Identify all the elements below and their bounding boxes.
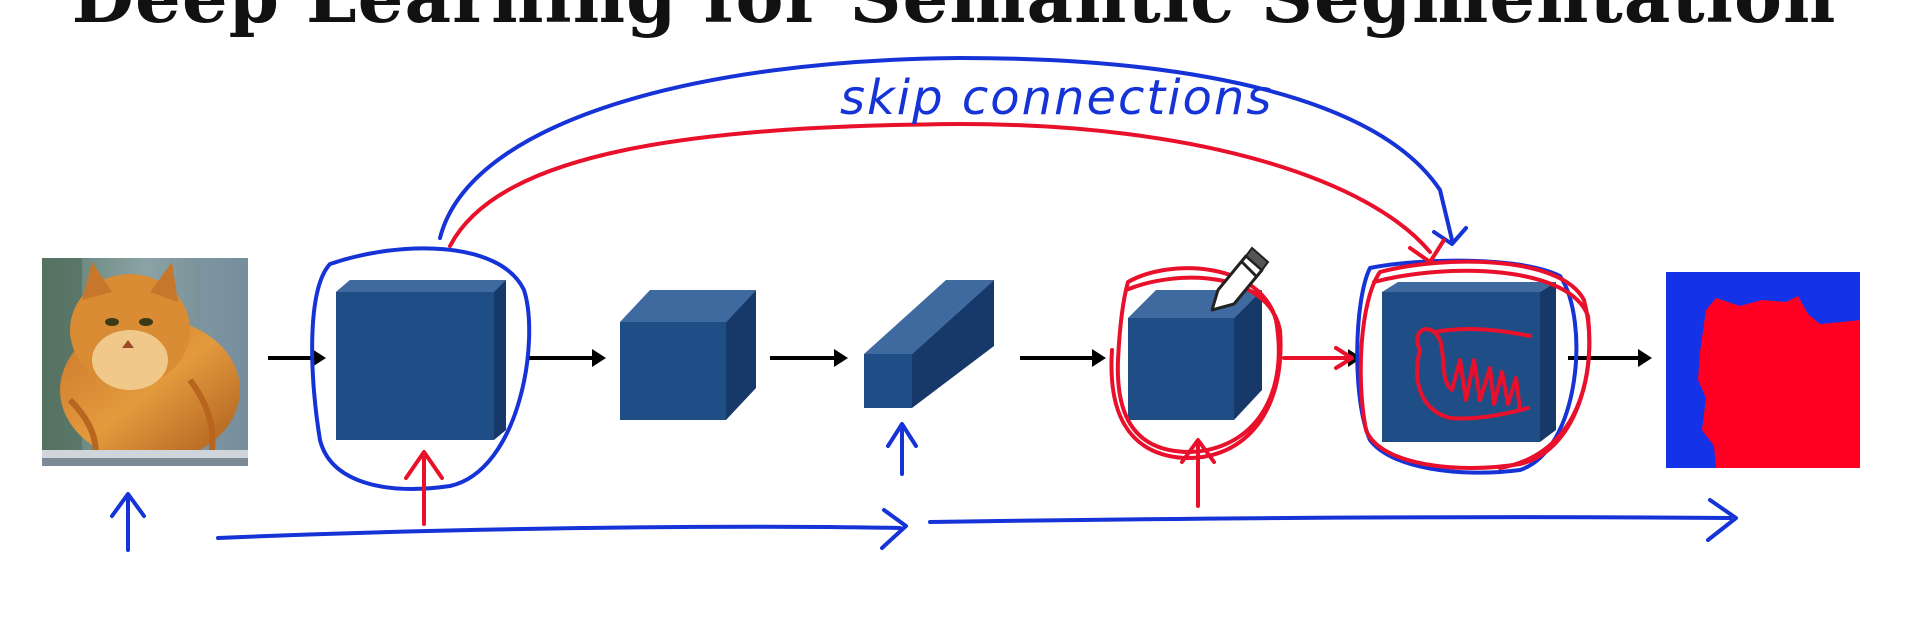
pencil-cursor-icon	[1210, 246, 1270, 312]
up-arrow-red-block-4	[1180, 438, 1216, 508]
up-arrow-bottleneck	[886, 422, 918, 476]
red-scribble	[1415, 327, 1532, 421]
output-segmentation-map	[1666, 272, 1860, 468]
encoder-block-2	[620, 290, 756, 420]
bottom-arrow-encoder	[216, 508, 908, 550]
red-circle-block-5	[1358, 259, 1592, 470]
page-title: Deep Learning for Semantic Segmentation	[0, 0, 1908, 39]
skip-connection-red-curve	[448, 122, 1432, 254]
red-connection-arrow	[1282, 346, 1354, 370]
skip-connection-blue-curve	[438, 56, 1454, 242]
decoder-block-1	[1128, 290, 1262, 420]
bottleneck-block	[864, 280, 994, 408]
blue-circle-block-1	[310, 246, 532, 491]
input-cat-image	[42, 258, 248, 466]
blue-pen-annotations	[110, 56, 1738, 552]
bottom-arrow-decoder	[928, 498, 1738, 542]
skip-connections-label: skip connections	[840, 70, 1273, 126]
up-arrow-red-block-1	[404, 450, 444, 526]
up-arrow-input	[110, 492, 146, 552]
encoder-block-1	[336, 280, 506, 440]
